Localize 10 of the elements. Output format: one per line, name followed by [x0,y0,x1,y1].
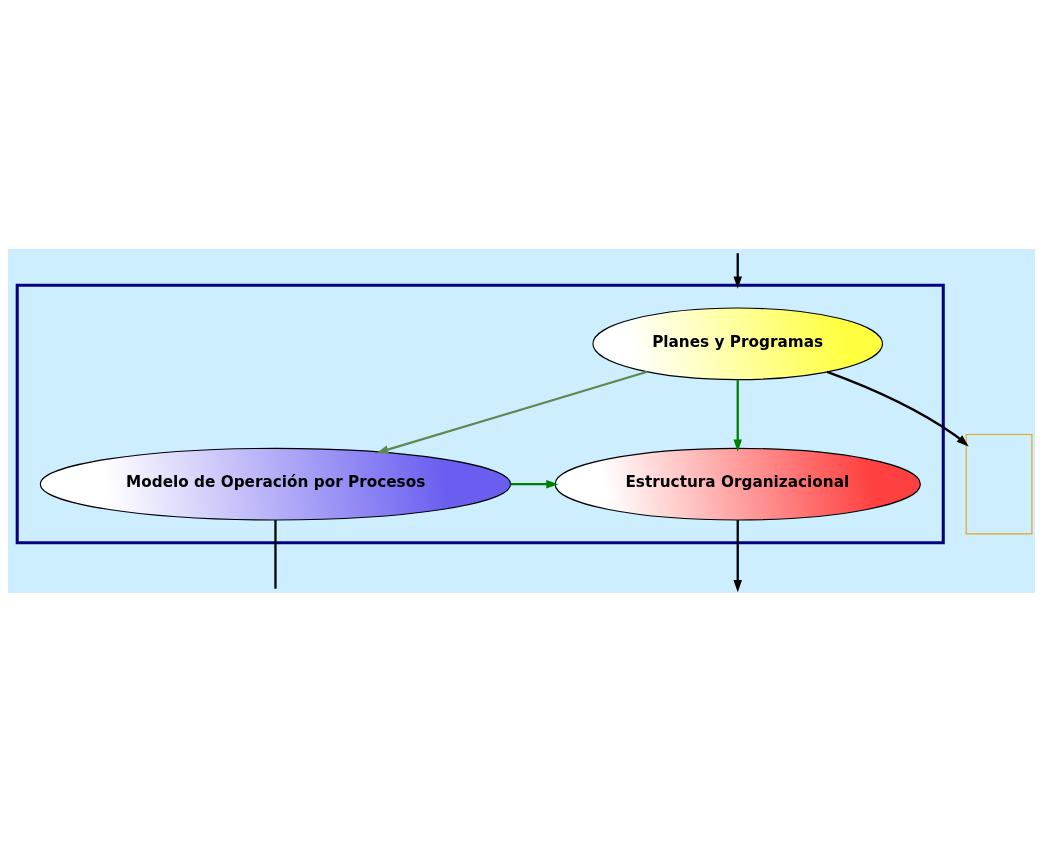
node-ellipse: Planes y Programas [592,307,884,381]
arrow [733,253,743,289]
cluster [15,283,945,545]
connector [274,520,277,589]
arrow [510,479,559,489]
arrow [826,370,969,447]
arrow [733,379,743,452]
arrow [376,370,648,454]
node-ellipse: Estructura Organizacional [554,447,921,521]
node-box [965,433,1033,535]
